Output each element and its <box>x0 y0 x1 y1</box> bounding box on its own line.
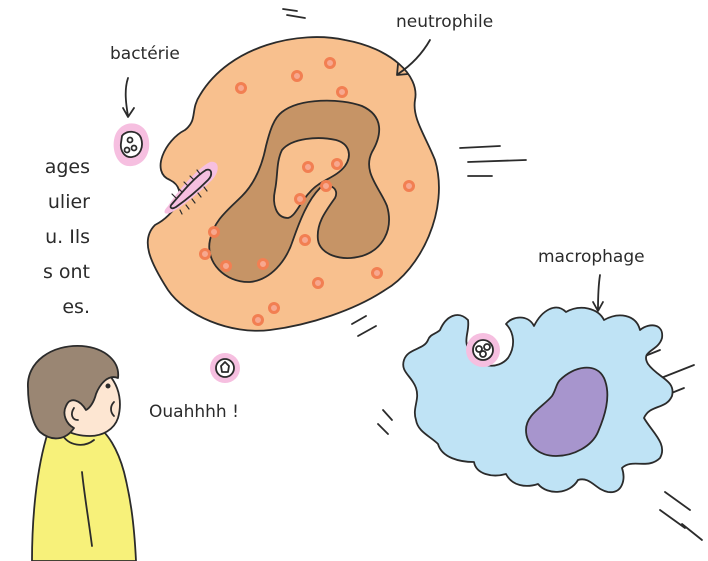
granule <box>237 84 246 93</box>
granule <box>301 236 310 245</box>
granule <box>210 228 219 237</box>
neutrophil-cell <box>148 37 439 331</box>
free-bacterium <box>114 123 150 166</box>
macrophage-body <box>403 308 672 493</box>
granule <box>304 163 313 172</box>
granule <box>201 250 210 259</box>
granule <box>338 88 347 97</box>
granule <box>254 316 263 325</box>
granule <box>270 304 279 313</box>
person-figure <box>28 346 136 561</box>
granule <box>333 160 342 169</box>
person-eye <box>106 384 109 387</box>
small-bacterium <box>210 353 240 383</box>
granule <box>405 182 414 191</box>
macrophage-arrow <box>593 275 603 311</box>
granule <box>293 72 302 81</box>
macrophage-cell <box>403 308 672 493</box>
granule <box>222 262 231 271</box>
granule <box>314 279 323 288</box>
granule <box>296 195 305 204</box>
bacteria-arrow <box>123 78 134 117</box>
granule <box>259 260 268 269</box>
phagosome <box>466 333 500 367</box>
granule <box>373 269 382 278</box>
granule <box>322 182 331 191</box>
granule <box>326 59 335 68</box>
